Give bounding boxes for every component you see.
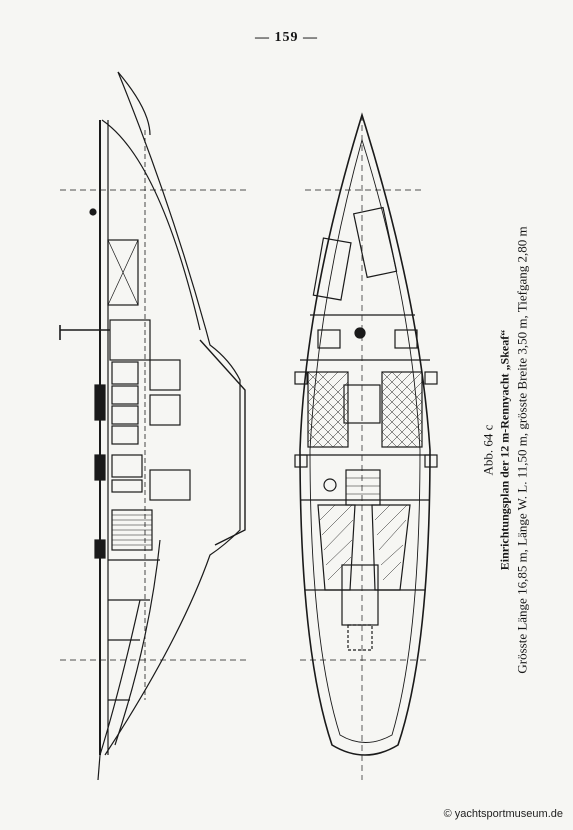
deck-plan-view — [294, 112, 438, 780]
side-elevation-view — [59, 71, 250, 781]
page-number: — 159 — — [255, 30, 318, 45]
figure-dimensions: Grösste Länge 16,85 m, Länge W. L. 11,50… — [514, 226, 530, 674]
figure-label: Abb. 64 c — [480, 424, 496, 476]
figure-title: Einrichtungsplan der 12 m-Rennyacht „Ske… — [497, 329, 512, 571]
watermark: © yachtsportmuseum.de — [443, 808, 563, 820]
figure-caption: Abb. 64 c Einrichtungsplan der 12 m-Renn… — [480, 150, 531, 750]
